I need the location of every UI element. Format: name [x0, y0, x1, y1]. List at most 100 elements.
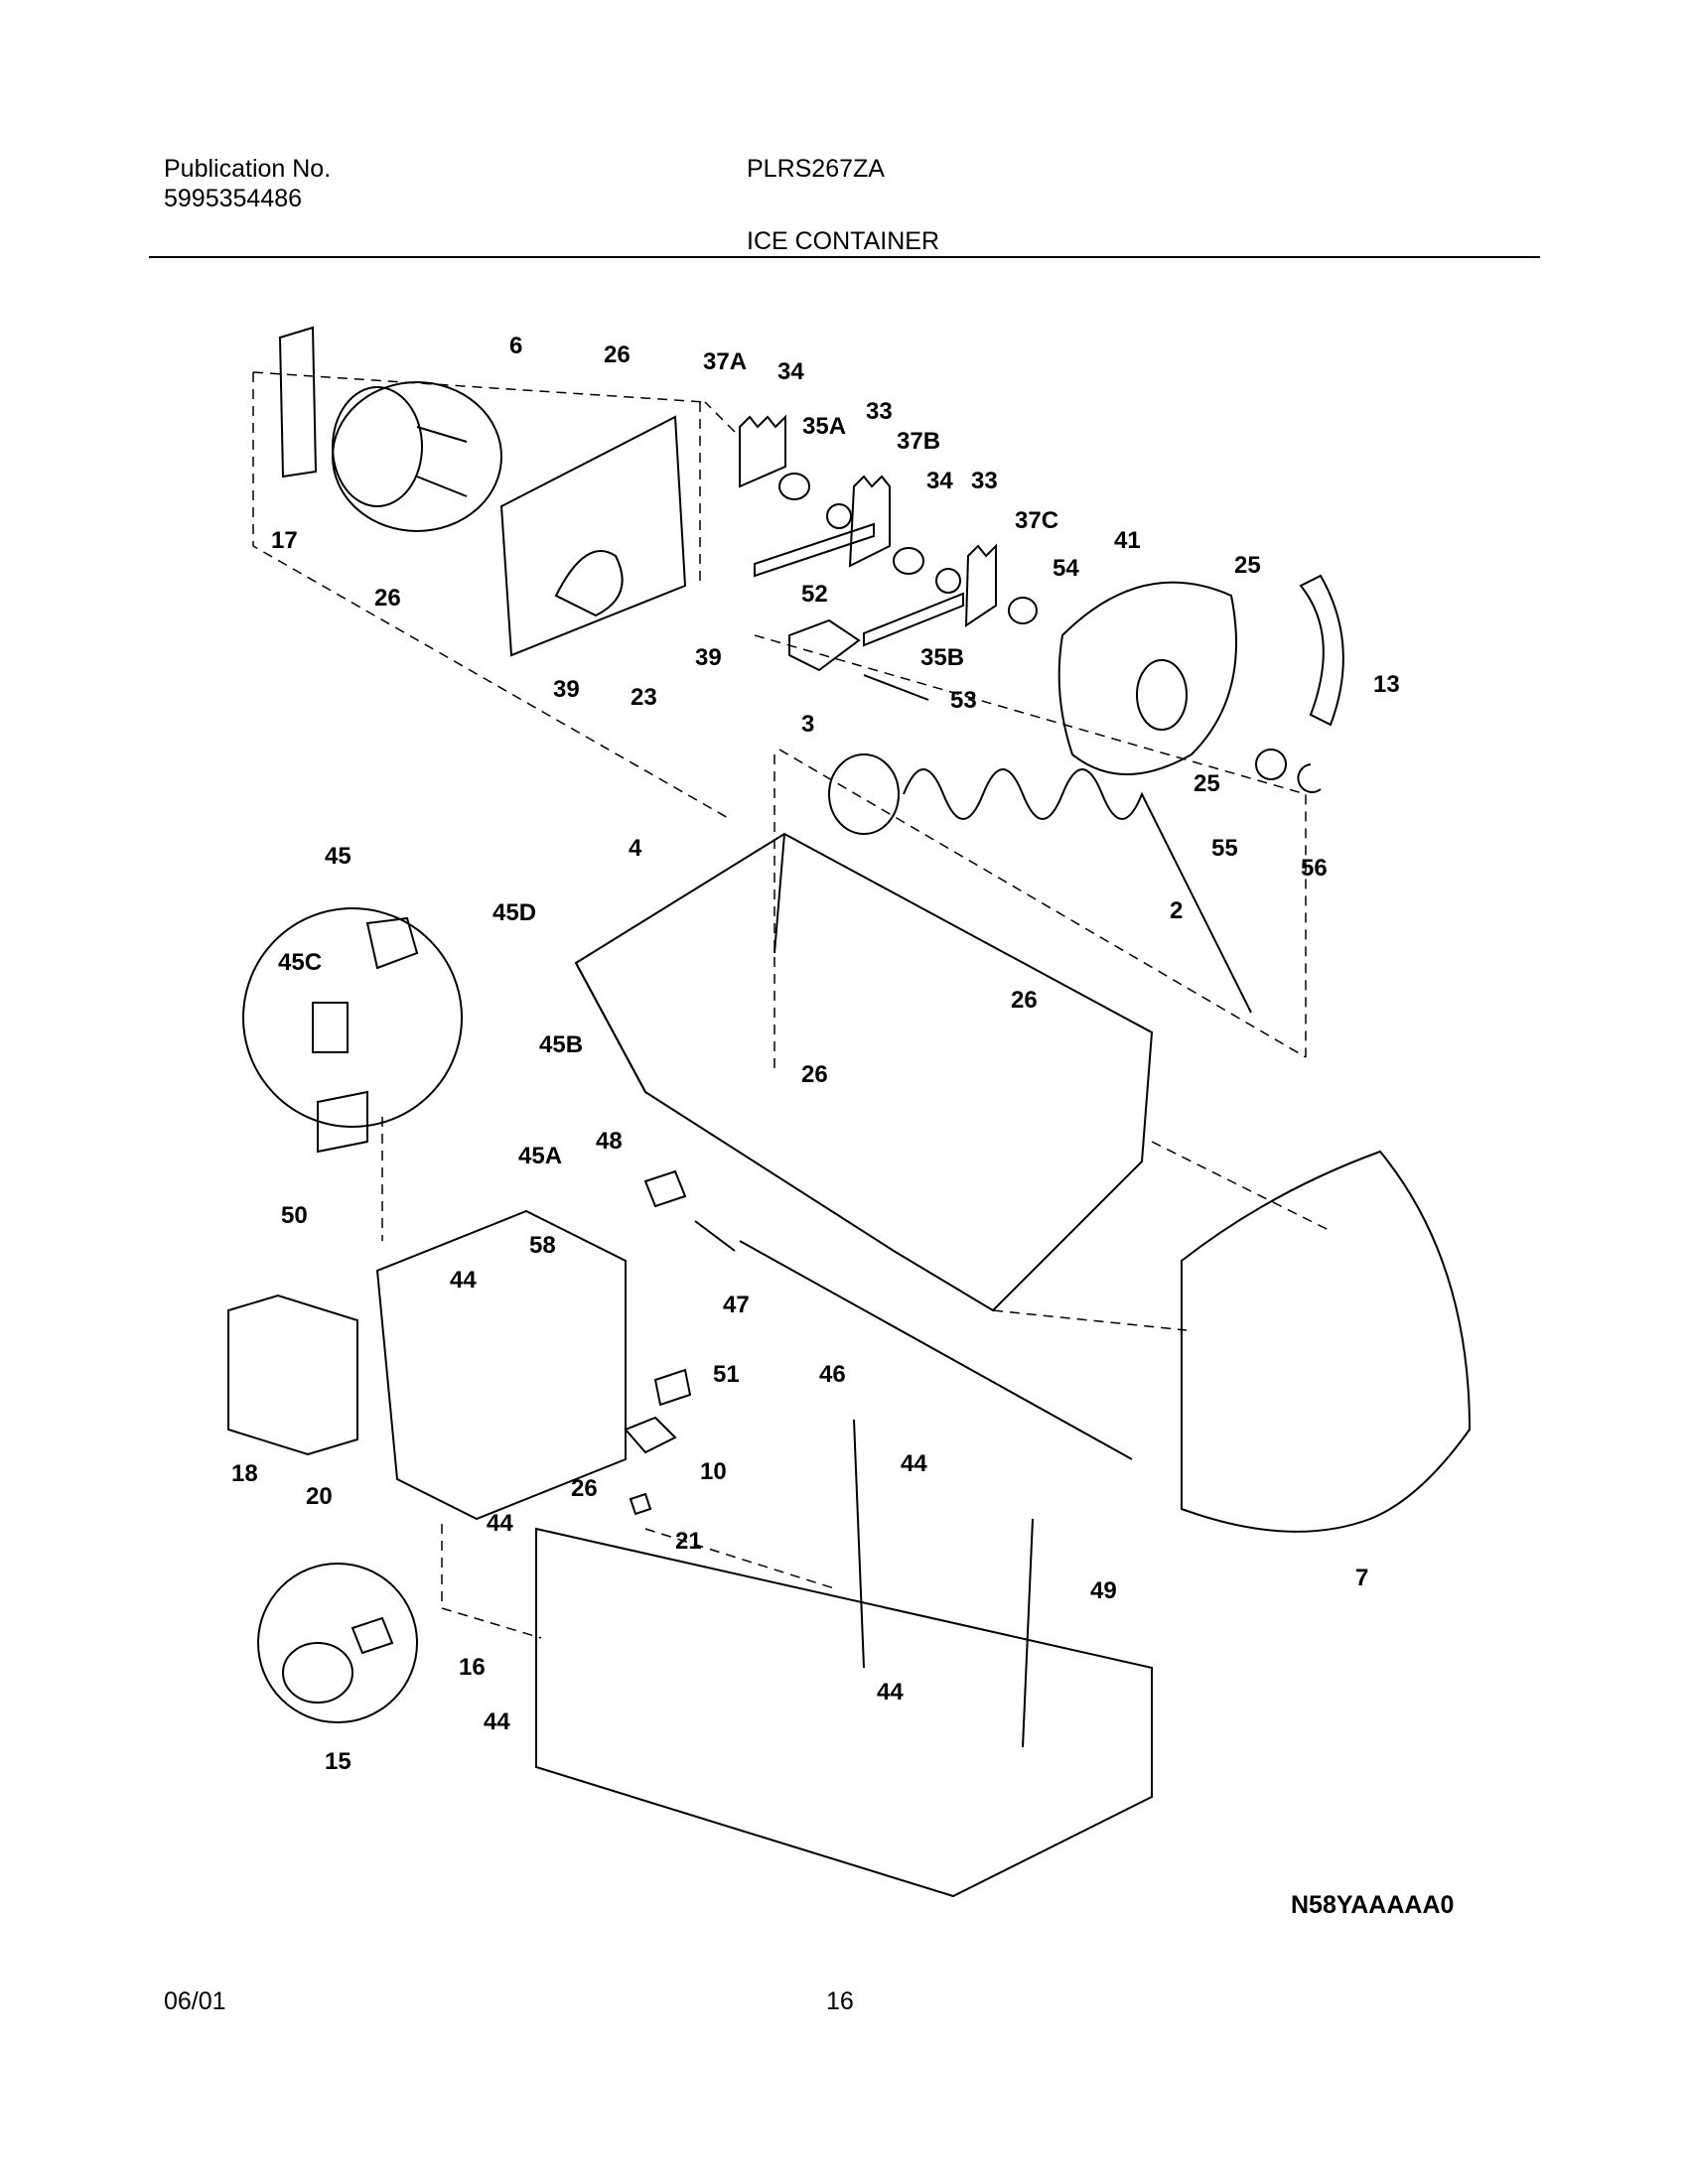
callout-44: 44: [484, 1708, 510, 1735]
callout-37C: 37C: [1015, 507, 1058, 534]
part-37B-blade: [848, 475, 891, 568]
callout-44: 44: [487, 1510, 513, 1537]
part-23-mounting-plate: [499, 415, 687, 657]
part-55-ring: [1255, 749, 1287, 780]
callout-4: 4: [629, 835, 642, 862]
callout-49: 49: [1090, 1577, 1117, 1604]
part-50-holder: [317, 1090, 368, 1154]
callout-58: 58: [529, 1232, 556, 1259]
callout-39: 39: [553, 676, 580, 703]
callout-3: 3: [801, 711, 814, 738]
part-18-motor: [227, 1294, 358, 1456]
callout-54: 54: [1053, 555, 1079, 582]
part-45-inset-circle: [242, 907, 463, 1128]
callout-26: 26: [604, 341, 631, 368]
part-35B-bar: [863, 592, 964, 647]
page-number: 16: [826, 1987, 854, 2015]
callout-45: 45: [325, 843, 352, 870]
callout-labels: 6 26 37A 34 35A 33 37B 34 33 37C 41 25 1…: [231, 333, 1400, 1775]
callout-34: 34: [926, 468, 953, 494]
part-51-switch: [653, 1368, 692, 1407]
callout-21: 21: [675, 1528, 702, 1555]
part-13-chute: [1299, 574, 1344, 727]
callout-25: 25: [1194, 770, 1220, 797]
part-15-bulb: [282, 1642, 353, 1704]
callout-44: 44: [877, 1679, 904, 1706]
part-54-bearing: [1008, 597, 1038, 624]
part-17-label-plate: [278, 326, 318, 478]
part-16-socket: [351, 1616, 394, 1655]
callout-35A: 35A: [802, 413, 846, 440]
part-48-bracket: [643, 1169, 687, 1208]
callout-17: 17: [271, 527, 298, 554]
part-47-spring: [694, 1220, 736, 1252]
callout-33: 33: [866, 398, 893, 425]
callout-48: 48: [596, 1128, 623, 1155]
callout-44: 44: [450, 1267, 477, 1294]
callout-53: 53: [950, 687, 977, 714]
part-52-actuator: [788, 618, 861, 672]
callout-47: 47: [723, 1292, 750, 1318]
callout-20: 20: [306, 1483, 333, 1510]
lamp-inset-circle: [257, 1563, 418, 1723]
callout-35B: 35B: [920, 644, 964, 671]
part-2-auger-coil: [903, 768, 1252, 1014]
part-6-auger-drum: [332, 381, 502, 532]
part-20-motor-box: [375, 1209, 627, 1521]
header-rule: [149, 256, 1540, 258]
footer-date: 06/01: [164, 1987, 226, 2015]
model-number: PLRS267ZA: [747, 155, 885, 183]
callout-26: 26: [571, 1475, 598, 1502]
assembly-lines: [252, 371, 1332, 1639]
callout-45B: 45B: [539, 1031, 583, 1058]
callout-2: 2: [1170, 897, 1183, 924]
part-34-bearing: [778, 473, 810, 500]
part-46-rod: [739, 1240, 1133, 1460]
callout-23: 23: [631, 684, 657, 711]
callout-55: 55: [1211, 835, 1238, 862]
callout-18: 18: [231, 1460, 258, 1487]
callout-45D: 45D: [492, 899, 536, 926]
callout-52: 52: [801, 581, 828, 608]
callout-16: 16: [459, 1654, 486, 1681]
callout-26: 26: [801, 1061, 828, 1088]
part-33-washer: [826, 503, 852, 529]
callout-15: 15: [325, 1748, 352, 1775]
publication-number: 5995354486: [164, 185, 303, 212]
callout-45C: 45C: [278, 949, 322, 976]
part-45C-bracket: [312, 1002, 349, 1053]
callout-13: 13: [1373, 671, 1400, 698]
part-41-housing: [1057, 581, 1237, 775]
part-3-end-cap: [828, 753, 900, 835]
part-7-door-panel: [1181, 1150, 1472, 1533]
callout-26: 26: [374, 585, 401, 612]
callout-34: 34: [777, 358, 804, 385]
callout-37B: 37B: [897, 428, 940, 455]
part-4-ice-bin: [574, 832, 1154, 1312]
diagram-code: N58YAAAAA0: [1291, 1891, 1455, 1919]
part-45D-solenoid: [365, 916, 419, 970]
part-35A-bar: [754, 522, 875, 578]
callout-50: 50: [281, 1202, 308, 1229]
part-49-tray: [535, 1527, 1153, 1898]
part-drawings: [227, 326, 1472, 1898]
callout-39: 39: [695, 644, 722, 671]
callout-51: 51: [713, 1361, 740, 1388]
callout-56: 56: [1301, 855, 1328, 882]
callout-10: 10: [700, 1458, 727, 1485]
callout-44: 44: [901, 1450, 927, 1477]
callout-37A: 37A: [703, 348, 747, 375]
callout-41: 41: [1114, 527, 1141, 554]
callout-7: 7: [1355, 1565, 1368, 1591]
callout-25: 25: [1234, 552, 1261, 579]
part-56-clip: [1297, 763, 1322, 793]
part-21-clip: [629, 1492, 652, 1516]
section-title: ICE CONTAINER: [747, 227, 939, 255]
callout-33: 33: [971, 468, 998, 494]
callout-46: 46: [819, 1361, 846, 1388]
callout-26: 26: [1011, 987, 1038, 1014]
callout-45A: 45A: [518, 1143, 562, 1169]
callout-6: 6: [509, 333, 522, 359]
publication-label: Publication No.: [164, 155, 332, 183]
